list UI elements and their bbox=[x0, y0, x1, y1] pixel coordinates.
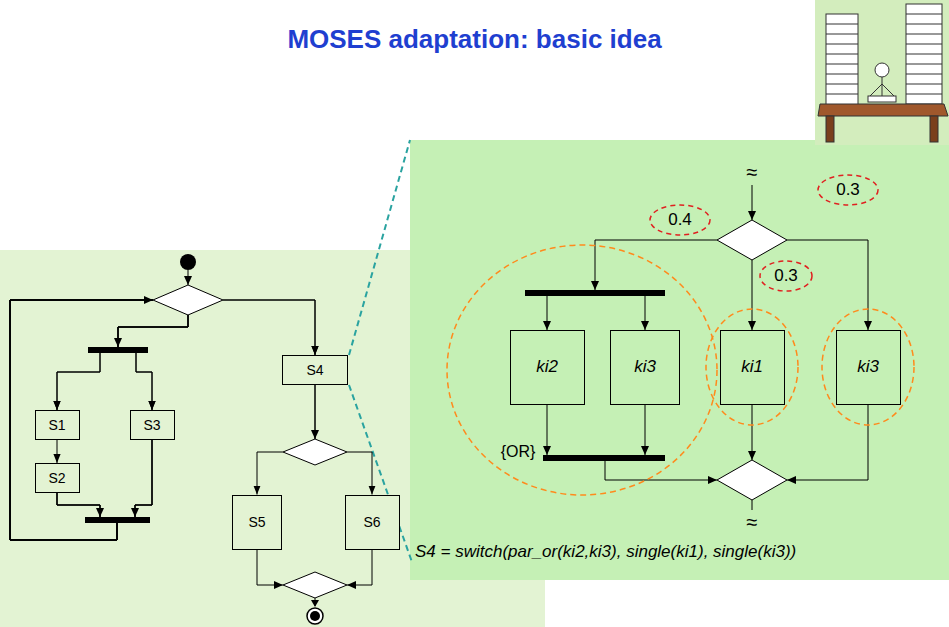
join-bar bbox=[85, 517, 150, 523]
zoom-line bbox=[349, 140, 410, 355]
service-box: ki2 bbox=[510, 330, 585, 405]
node-label: S2 bbox=[48, 470, 65, 486]
activity-box: S6 bbox=[345, 495, 400, 550]
arrow-head bbox=[748, 211, 756, 220]
activity-box: S2 bbox=[35, 463, 80, 493]
paper-stack bbox=[906, 4, 942, 104]
group-ellipse bbox=[447, 245, 717, 495]
node-label: ki3 bbox=[634, 357, 656, 377]
node-label: S4 bbox=[306, 362, 323, 378]
probability-label: 0.4 bbox=[668, 210, 692, 230]
node-label: S6 bbox=[363, 514, 380, 530]
desk-paper bbox=[868, 96, 896, 102]
activity-box: S1 bbox=[35, 410, 80, 440]
probability-ellipse bbox=[650, 205, 710, 235]
control-flow-arrow bbox=[10, 300, 188, 540]
service-box: ki1 bbox=[720, 330, 785, 405]
activity-box: S3 bbox=[130, 410, 175, 440]
fork-bar bbox=[88, 347, 148, 353]
paper-lines bbox=[826, 24, 858, 94]
desk-leg bbox=[826, 116, 834, 142]
merge-diamond bbox=[717, 460, 787, 500]
probability-ellipse bbox=[818, 175, 878, 205]
annotation-label: {OR} bbox=[501, 443, 536, 461]
composition-formula: S4 = switch(par_or(ki2,ki3), single(ki1)… bbox=[415, 542, 945, 562]
arrow-head bbox=[274, 581, 283, 589]
arrow-head bbox=[184, 276, 192, 285]
probability-label: 0.3 bbox=[836, 180, 860, 200]
arrow-head bbox=[311, 600, 319, 607]
service-box: ki3 bbox=[610, 330, 680, 405]
service-box: ki3 bbox=[836, 330, 901, 405]
paper-stack bbox=[826, 14, 858, 106]
node-label: ki2 bbox=[536, 357, 558, 377]
annotation-label: ≈ bbox=[747, 511, 758, 534]
control-flow-arrow bbox=[315, 385, 372, 495]
person-head bbox=[875, 63, 889, 77]
probability-ellipse bbox=[760, 261, 812, 291]
decision-diamond bbox=[717, 220, 787, 260]
fork-bar bbox=[525, 290, 665, 296]
slide-title: MOSES adaptation: basic idea bbox=[0, 24, 949, 55]
right-panel bbox=[410, 140, 949, 580]
person-body bbox=[870, 77, 894, 98]
control-flow-arrow bbox=[257, 385, 315, 495]
clipart bbox=[818, 4, 948, 142]
start-node bbox=[180, 254, 196, 270]
group-ellipse bbox=[822, 309, 914, 425]
control-flow-arrow bbox=[10, 300, 188, 540]
flow-line bbox=[547, 240, 868, 510]
end-node bbox=[307, 608, 323, 624]
annotation-label: ≈ bbox=[747, 161, 758, 184]
decision-diamond bbox=[283, 439, 347, 465]
join-bar bbox=[543, 455, 665, 461]
decision-diamond bbox=[153, 285, 223, 315]
activity-box: S5 bbox=[232, 495, 282, 550]
arrow-head bbox=[543, 281, 872, 484]
end-node-core bbox=[310, 611, 320, 621]
group-ellipse bbox=[706, 309, 798, 425]
desk-top bbox=[818, 104, 948, 116]
control-flow-arrow bbox=[10, 300, 188, 540]
node-label: S1 bbox=[48, 417, 65, 433]
paper-lines bbox=[906, 14, 942, 94]
arrow-head bbox=[347, 581, 356, 589]
probability-label: 0.3 bbox=[774, 266, 798, 286]
node-label: S3 bbox=[143, 417, 160, 433]
merge-diamond bbox=[283, 572, 347, 598]
node-label: ki3 bbox=[857, 357, 879, 377]
node-label: S5 bbox=[248, 514, 265, 530]
activity-box: S4 bbox=[282, 355, 348, 385]
clipart-ground bbox=[815, 0, 949, 145]
desk-leg bbox=[930, 116, 938, 142]
control-flow-arrow bbox=[57, 440, 58, 463]
node-label: ki1 bbox=[741, 357, 763, 377]
control-flow-arrow bbox=[10, 300, 188, 540]
